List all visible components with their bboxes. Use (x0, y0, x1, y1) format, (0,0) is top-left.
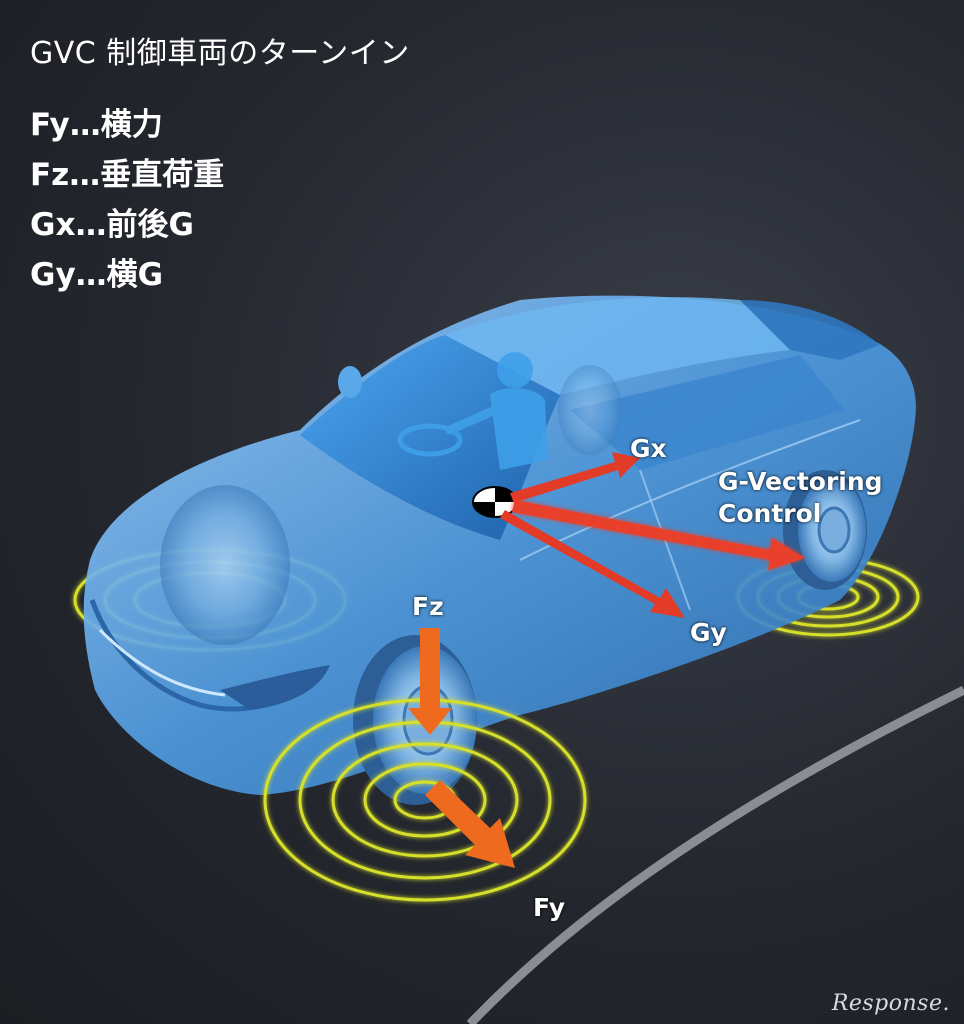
rear-left-wheel (558, 365, 622, 455)
fy-arrow (425, 780, 515, 868)
gy-label: Gy (690, 618, 727, 647)
driver-figure (397, 352, 548, 470)
gx-label: Gx (630, 434, 667, 463)
gvc-label-line2: Control (718, 499, 822, 528)
gvc-arrow (512, 500, 805, 570)
gx-arrow (510, 452, 640, 503)
fz-label: Fz (412, 592, 444, 621)
gvc-label-line1: G-Vectoring (718, 467, 883, 496)
fz-arrow (408, 628, 452, 735)
center-of-gravity-marker (472, 486, 518, 518)
response-watermark: Response. (831, 991, 950, 1016)
legend-item-fy: Fy…横力 (30, 107, 163, 143)
rear-right-wheel (783, 470, 867, 590)
gvc-label: G-Vectoring Control (718, 466, 883, 530)
force-legend: Fy…横力 Fz…垂直荷重 Gx…前後G Gy…横G (30, 100, 224, 300)
front-left-wheel (160, 485, 290, 645)
fy-label: Fy (533, 893, 566, 922)
diagram-title: GVC 制御車両のターンイン (30, 36, 410, 71)
legend-item-fz: Fz…垂直荷重 (30, 157, 225, 193)
legend-item-gx: Gx…前後G (30, 207, 194, 243)
legend-item-gy: Gy…横G (30, 257, 164, 293)
gy-arrow (500, 510, 685, 618)
front-right-wheel (353, 635, 477, 805)
road-edge-line (466, 685, 964, 1024)
